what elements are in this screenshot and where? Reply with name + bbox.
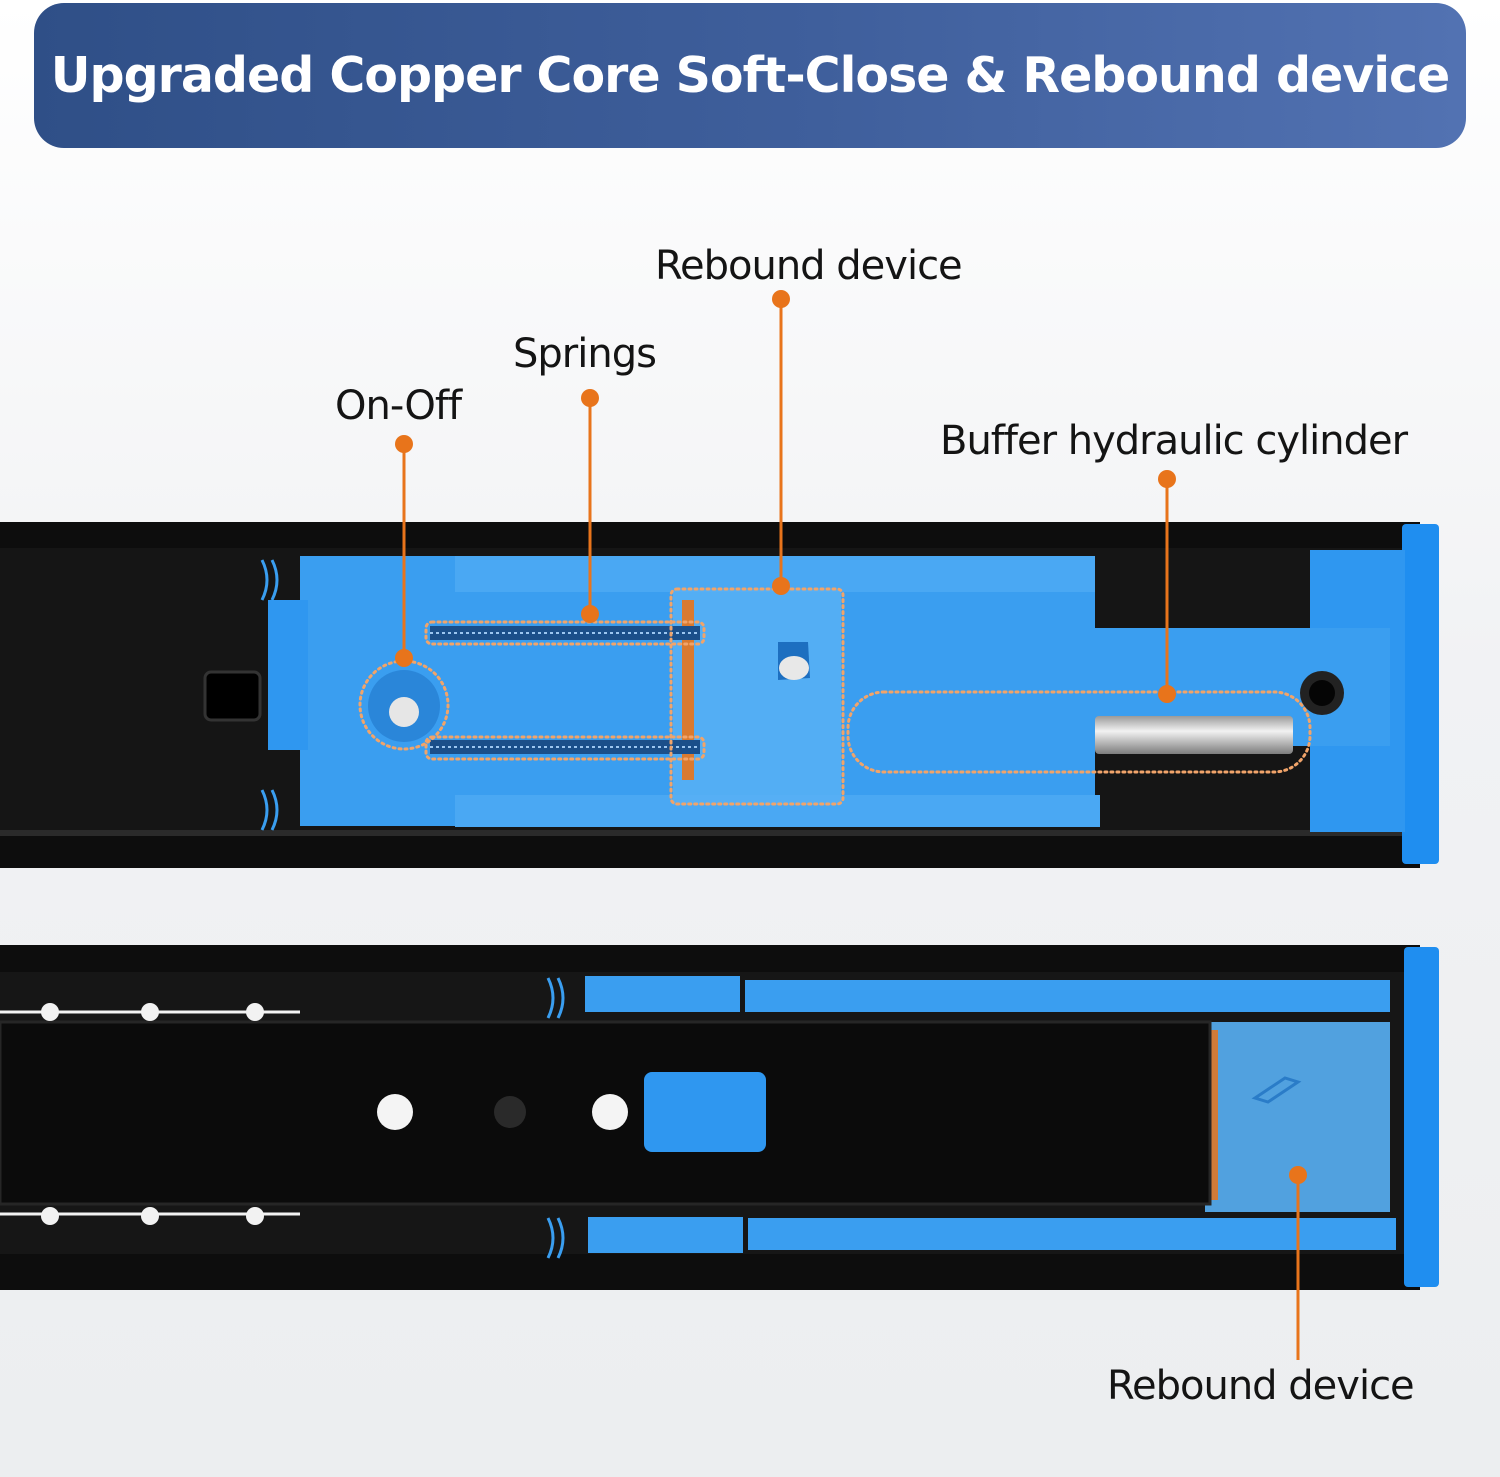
top-slide-rail [0, 522, 1439, 868]
callout-on-off: On-Off [335, 383, 462, 429]
callout-springs: Springs [513, 331, 657, 377]
callout-buffer-hydraulic-cylinder: Buffer hydraulic cylinder [940, 418, 1408, 464]
callout-rebound-device-bottom: Rebound device [1107, 1363, 1415, 1409]
upper-spring [430, 626, 700, 640]
bottom-slide-rail [0, 945, 1439, 1290]
title-banner: Upgraded Copper Core Soft-Close & Reboun… [34, 3, 1466, 148]
banner-title: Upgraded Copper Core Soft-Close & Reboun… [50, 47, 1451, 104]
callout-rebound-device-top: Rebound device [655, 243, 963, 289]
lower-spring [430, 740, 700, 754]
callout-leaders [395, 290, 1307, 1360]
